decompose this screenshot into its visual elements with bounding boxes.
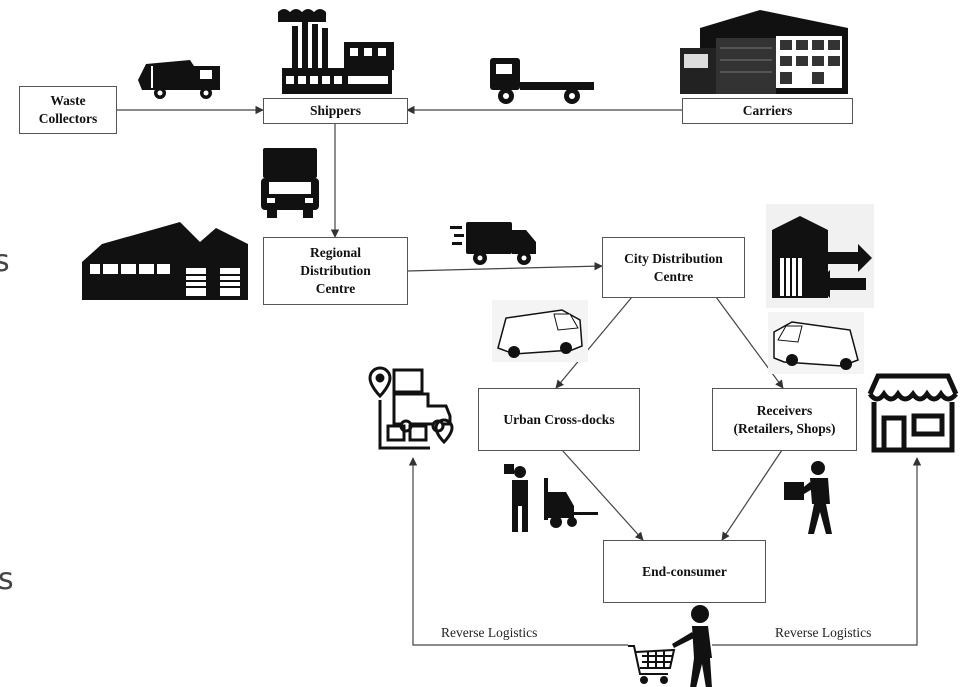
- edge-regional-to-city: [406, 261, 603, 272]
- edge-reverse-left: [408, 457, 628, 646]
- edge-crossdocks-to-consumer: [561, 449, 644, 541]
- cropped-text-fragment: s: [0, 562, 14, 597]
- shopping-cart-person-icon: [628, 605, 712, 687]
- flatbed-truck-icon: [490, 58, 594, 104]
- node-end-consumer: End-consumer: [603, 540, 766, 603]
- node-regional-distribution-centre: Regional Distribution Centre: [263, 237, 408, 305]
- distribution-warehouse-icon: [82, 222, 248, 300]
- reverse-logistics-label-right: Reverse Logistics: [775, 625, 872, 640]
- edge-reverse-right: [712, 457, 922, 646]
- delivery-person-icon: [784, 461, 832, 534]
- node-receivers: Receivers (Retailers, Shops): [712, 388, 857, 451]
- delivery-truck-icon: [450, 222, 536, 265]
- van-icon: [492, 300, 588, 362]
- cropped-text-fragment: s: [0, 244, 10, 279]
- edge-city-to-crossdocks: [555, 296, 633, 389]
- node-urban-cross-docks: Urban Cross-docks: [478, 388, 640, 451]
- garbage-truck-icon: [138, 60, 220, 99]
- logistics-map-icon: [368, 366, 454, 450]
- node-carriers: Carriers: [682, 98, 853, 124]
- node-waste-collectors: Waste Collectors: [19, 86, 117, 134]
- warehouse-exchange-icon: [766, 204, 874, 308]
- van-icon: [768, 312, 864, 374]
- node-city-distribution-centre: City Distribution Centre: [602, 237, 745, 298]
- box-truck-front-icon: [261, 148, 319, 218]
- factory-icon: [278, 9, 394, 94]
- forklift-worker-icon: [504, 464, 598, 532]
- warehouse-carrier-icon: [680, 10, 848, 94]
- shop-icon: [867, 373, 959, 453]
- edge-receivers-to-consumer: [721, 449, 783, 541]
- reverse-logistics-label-left: Reverse Logistics: [441, 625, 538, 640]
- node-shippers: Shippers: [263, 98, 408, 124]
